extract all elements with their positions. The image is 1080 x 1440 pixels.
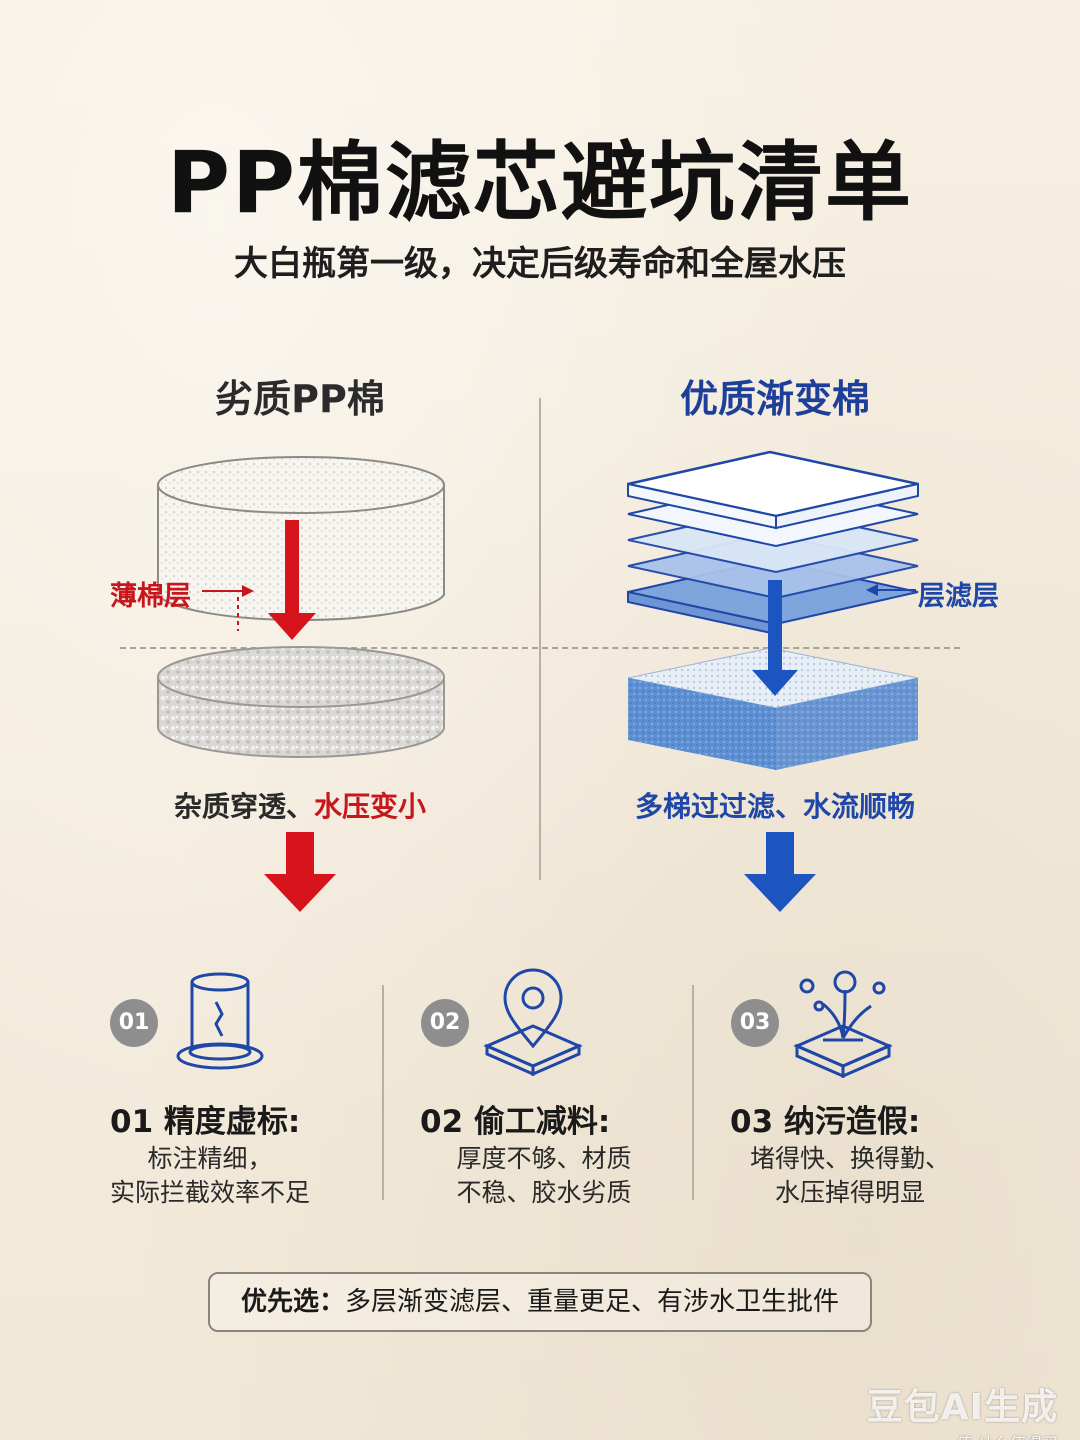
recommendation-lead: 优先选：	[240, 1287, 345, 1317]
column-divider	[539, 398, 541, 880]
watermark-sub: 值 什么值得买	[867, 1430, 1058, 1440]
feature-title: 02 偷工减料:	[420, 1104, 611, 1140]
page-title: PP棉滤芯避坑清单	[166, 133, 914, 233]
thin-layer-label: 薄棉层	[110, 581, 191, 612]
feature-divider	[692, 985, 694, 1200]
dashed-divider	[120, 647, 960, 649]
feature-description: 堵得快、换得勤、水压掉得明显	[749, 1144, 950, 1207]
watermark: 豆包AI生成 值 什么值得买	[867, 1378, 1058, 1440]
inferior-heading: 劣质PP棉	[215, 377, 385, 421]
thin-cotton-illustration	[157, 456, 445, 758]
feature-number-badge: 01	[110, 999, 158, 1047]
feature-divider	[382, 985, 384, 1200]
feature-number-badge: 02	[421, 999, 469, 1047]
layered-filter-label: 层滤层	[918, 581, 999, 612]
location-pin-icon	[483, 968, 583, 1076]
feature-title: 03 纳污造假:	[730, 1104, 921, 1140]
recommendation-text: 多层渐变滤层、重量更足、有涉水卫生批件	[345, 1287, 840, 1317]
feature-description: 标注精细，实际拦截效率不足	[109, 1144, 310, 1207]
quality-heading: 优质渐变棉	[679, 377, 870, 421]
watermark-main: 豆包AI生成	[866, 1387, 1058, 1428]
inferior-caption: 杂质穿透、水压变小	[173, 790, 427, 823]
feature-description: 厚度不够、材质不稳、胶水劣质	[456, 1144, 632, 1207]
filter-cup-icon	[176, 972, 264, 1070]
feature-number-badge: 03	[731, 999, 779, 1047]
blue-down-arrow-icon	[744, 832, 816, 912]
page-subtitle: 大白瓶第一级，决定后级寿命和全屋水压	[234, 244, 846, 284]
recommendation-box: 优先选：多层渐变滤层、重量更足、有涉水卫生批件	[208, 1272, 872, 1332]
splash-block-icon	[793, 970, 893, 1078]
red-down-arrow-icon	[264, 832, 336, 912]
quality-caption: 多梯过过滤、水流顺畅	[634, 790, 915, 823]
feature-title: 01 精度虚标:	[110, 1104, 301, 1140]
gradient-layers-illustration	[627, 450, 919, 770]
